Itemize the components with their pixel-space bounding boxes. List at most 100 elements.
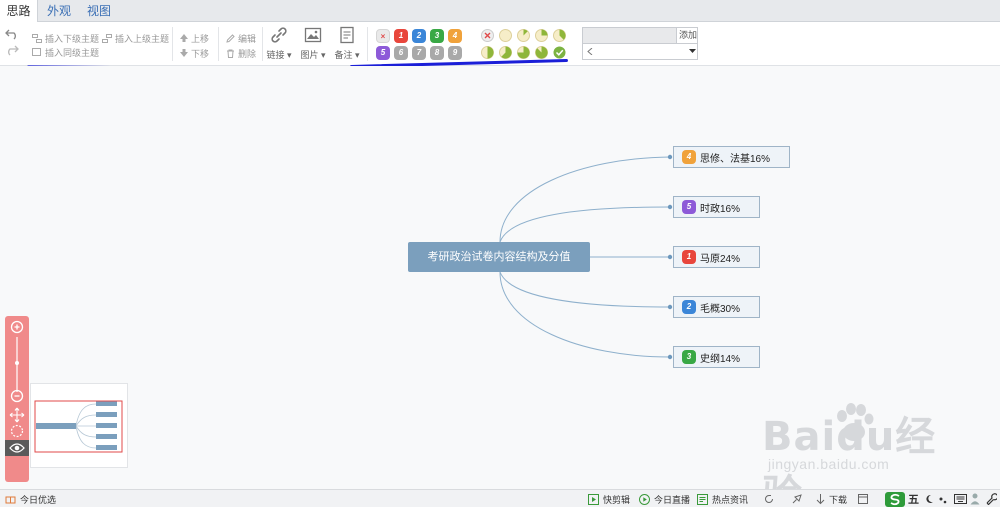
priority-2-icon[interactable]: 2 [412,29,426,43]
topic-label: 思修、法基16% [700,153,771,165]
priority-5-icon: 5 [682,200,696,214]
pin-icon[interactable] [792,494,803,504]
priority-8-icon[interactable]: 8 [430,46,444,60]
note-label: 备注 [334,50,353,60]
progress-75-icon[interactable] [517,46,530,59]
punctuation-icon[interactable] [938,494,948,504]
insert-child-label: 插入下级主题 [45,33,100,44]
delete-button[interactable]: 删除 [226,46,256,60]
tab-mindmap[interactable]: 思路 [0,0,38,23]
progress-remove-icon[interactable] [481,29,494,42]
minimap-viewport[interactable] [34,400,123,453]
play-circle-icon [639,493,650,505]
priority-3-icon[interactable]: 3 [430,29,444,43]
live-today-item[interactable]: 今日直播 [639,490,690,507]
insert-parent-icon [102,33,112,43]
zoom-in-icon[interactable] [9,319,25,335]
edit-button[interactable]: 编辑 [226,31,256,45]
link-button[interactable]: 链接 ▾ [266,26,292,61]
insert-sibling-icon [32,47,41,56]
topic-label: 史纲14% [700,353,741,365]
topic-node[interactable]: 2 毛概30% [673,296,760,318]
minimap-toggle-button[interactable] [5,440,29,456]
insert-sibling-button[interactable]: 插入同级主题 [32,45,99,59]
priority-6-icon[interactable]: 6 [394,46,408,60]
sogou-ime-icon[interactable] [885,492,905,507]
priority-4-icon[interactable]: 4 [448,29,462,43]
resource-input[interactable] [583,28,677,43]
zoom-slider[interactable] [15,337,19,392]
gift-icon [5,496,16,504]
link-label: 链接 [266,50,285,60]
priority-5-icon[interactable]: 5 [376,46,390,60]
insert-sibling-label: 插入同级主题 [45,47,100,58]
minimap[interactable] [30,383,128,468]
progress-50-icon[interactable] [481,46,494,59]
priority-remove-icon[interactable]: × [376,29,390,43]
link-icon [271,27,287,43]
topic-node[interactable]: 4 思修、法基16% [673,146,790,168]
arrow-up-icon [180,34,188,42]
refresh-icon[interactable] [764,494,774,504]
zoom-out-icon[interactable] [9,388,25,404]
window-icon[interactable] [858,494,868,504]
move-icon[interactable] [9,407,25,423]
image-button[interactable]: 图片 ▾ [300,26,326,61]
insert-child-button[interactable]: 插入下级主题 [32,31,99,45]
priority-9-icon[interactable]: 9 [448,46,462,60]
download-item[interactable]: 下载 [816,490,847,507]
topic-node[interactable]: 3 史纲14% [673,346,760,368]
toolbar-separator [367,27,368,61]
quick-edit-item[interactable]: 快剪辑 [588,490,630,507]
connector-dot [667,154,673,160]
connector-dot [667,354,673,360]
today-picks-item[interactable]: 今日优选 [5,490,56,507]
keyboard-icon[interactable] [954,494,967,504]
progress-done-icon[interactable] [553,46,566,59]
topic-label: 马原24% [700,253,741,265]
chevron-down-icon[interactable] [689,49,696,54]
status-bar: 今日优选 快剪辑 今日直播 热点资讯 下载 五 [0,489,1000,507]
undo-icon[interactable] [5,28,19,40]
priority-7-icon[interactable]: 7 [412,46,426,60]
move-up-button[interactable]: 上移 [180,31,209,45]
toolbar-separator [218,27,219,61]
moon-icon[interactable] [924,494,934,504]
image-icon [304,27,322,43]
locate-icon[interactable] [9,423,25,439]
progress-87-icon[interactable] [535,46,548,59]
redo-icon[interactable] [5,44,19,56]
arrow-down-icon [180,49,188,57]
hot-news-item[interactable]: 热点资讯 [697,490,748,507]
insert-parent-button[interactable]: 插入上级主题 [102,31,169,45]
wrench-icon[interactable] [985,493,997,505]
minimap-preview [34,400,123,453]
eye-icon [9,443,25,453]
resource-select[interactable] [583,43,697,59]
connector-dot [667,254,673,260]
tab-appearance[interactable]: 外观 [46,4,71,18]
play-square-icon [588,493,599,505]
progress-25-icon[interactable] [535,29,548,42]
topic-node[interactable]: 1 马原24% [673,246,760,268]
zoom-panel [5,316,29,482]
root-topic[interactable]: 考研政治试卷内容结构及分值 [408,242,590,272]
user-icon[interactable] [970,493,980,505]
add-resource-button[interactable]: 添加 [678,30,697,40]
tab-view[interactable]: 视图 [86,4,111,18]
ime-mode-label[interactable]: 五 [908,494,919,506]
topic-label: 时政16% [700,203,741,215]
priority-1-icon[interactable]: 1 [394,29,408,43]
progress-62-icon[interactable] [499,46,512,59]
image-label: 图片 [300,50,319,60]
progress-0-icon[interactable] [499,29,512,42]
progress-37-icon[interactable] [553,29,566,42]
note-button[interactable]: 备注 ▾ [334,26,360,61]
move-down-button[interactable]: 下移 [180,46,209,60]
topic-node[interactable]: 5 时政16% [673,196,760,218]
edit-label: 编辑 [238,33,257,44]
insert-parent-label: 插入上级主题 [115,33,170,44]
download-label: 下载 [829,494,848,505]
progress-12-icon[interactable] [517,29,530,42]
scroll-left-icon[interactable] [587,48,593,55]
